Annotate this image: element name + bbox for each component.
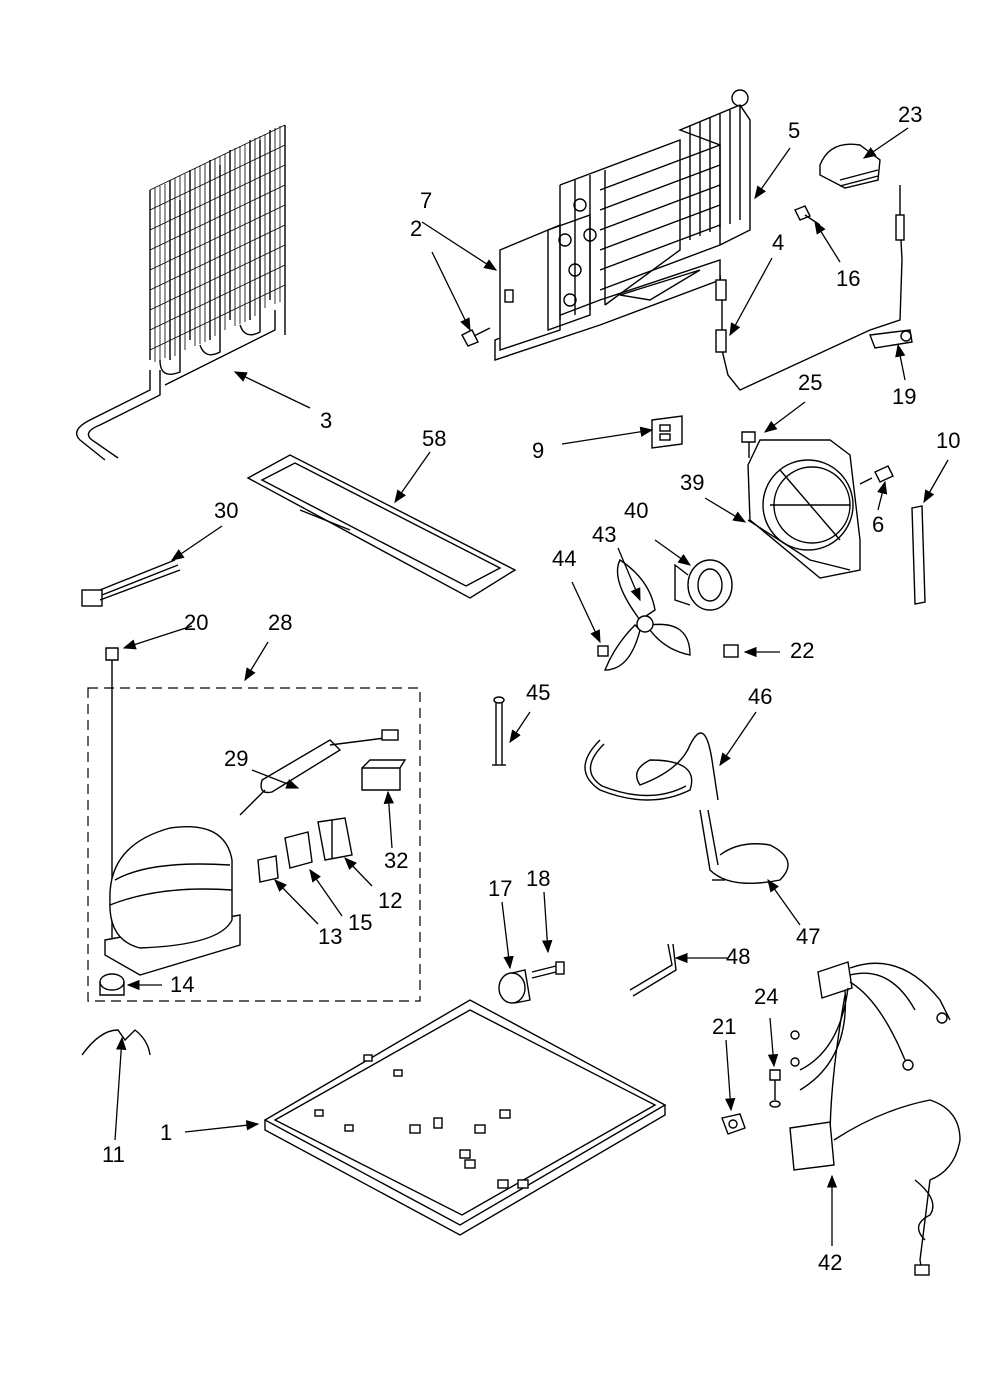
callout-2: 2 — [410, 216, 422, 241]
screw-25 — [741, 431, 756, 458]
tube-46 — [584, 732, 719, 801]
callout-4: 4 — [772, 230, 784, 255]
base-pan — [263, 999, 667, 1236]
screw-2 — [461, 327, 491, 347]
drain-tray — [246, 454, 517, 599]
clip-19 — [869, 329, 913, 349]
callout-3: 3 — [320, 408, 332, 433]
roller-17 — [498, 969, 531, 1004]
wire-harness — [789, 961, 961, 1276]
strip-10 — [911, 505, 926, 605]
callout-11: 11 — [102, 1142, 125, 1167]
callout-16: 16 — [836, 266, 860, 291]
compressor — [99, 826, 241, 996]
callout-5: 5 — [788, 118, 800, 143]
leader-lines — [114, 127, 949, 1246]
callout-15: 15 — [348, 910, 372, 935]
cap-cover — [819, 143, 881, 189]
callout-45: 45 — [526, 680, 550, 705]
callout-40: 40 — [624, 498, 648, 523]
evaporator-assembly — [494, 89, 751, 361]
callout-29: 29 — [224, 746, 248, 771]
callout-30: 30 — [214, 498, 238, 523]
bracket-9 — [651, 415, 683, 449]
spring-clip-11 — [81, 1029, 151, 1056]
callout-7: 7 — [420, 188, 432, 213]
pin-45 — [492, 696, 506, 766]
screw-16 — [794, 205, 821, 226]
callout-19: 19 — [892, 384, 916, 409]
callout-12: 12 — [378, 888, 402, 913]
drier — [239, 729, 399, 816]
callout-58: 58 — [422, 426, 446, 451]
callout-24: 24 — [754, 984, 778, 1009]
condenser-coil — [76, 124, 286, 461]
fan-blade — [597, 558, 691, 671]
callout-44: 44 — [552, 546, 576, 571]
fan-shroud — [747, 439, 861, 579]
relay-32 — [361, 759, 407, 791]
callout-22: 22 — [790, 638, 814, 663]
callout-32: 32 — [384, 848, 408, 873]
callout-39: 39 — [680, 470, 704, 495]
hose-47 — [699, 809, 789, 885]
callout-18: 18 — [526, 866, 550, 891]
relay-clip-15 — [284, 831, 313, 869]
nut-21 — [721, 1113, 746, 1135]
callout-10: 10 — [936, 428, 960, 453]
callout-17: 17 — [488, 876, 512, 901]
callout-46: 46 — [748, 684, 772, 709]
callout-labels: 3 7 2 5 4 23 16 19 25 9 10 39 6 58 30 40… — [102, 102, 960, 1275]
callout-42: 42 — [818, 1250, 842, 1275]
callout-1: 1 — [160, 1120, 172, 1145]
callout-23: 23 — [898, 102, 922, 127]
fan-motor — [674, 559, 733, 611]
nut-22 — [723, 644, 739, 658]
connector-13 — [257, 855, 279, 883]
callout-43: 43 — [592, 522, 616, 547]
callout-20: 20 — [184, 610, 208, 635]
callout-21: 21 — [712, 1014, 736, 1039]
compressor-kit-box — [87, 687, 421, 1002]
callout-25: 25 — [798, 370, 822, 395]
callout-14: 14 — [170, 972, 194, 997]
callout-48: 48 — [726, 944, 750, 969]
bolt-18 — [531, 961, 565, 979]
cable-tie — [81, 559, 181, 607]
callout-28: 28 — [268, 610, 292, 635]
callout-13: 13 — [318, 924, 342, 949]
callout-47: 47 — [796, 924, 820, 949]
thermistor-wire — [715, 185, 905, 391]
callout-9: 9 — [532, 438, 544, 463]
overload-12 — [317, 817, 353, 861]
tube-48 — [629, 943, 677, 997]
screw-24 — [769, 1069, 781, 1108]
callout-6: 6 — [872, 512, 884, 537]
screw-6 — [859, 465, 894, 485]
